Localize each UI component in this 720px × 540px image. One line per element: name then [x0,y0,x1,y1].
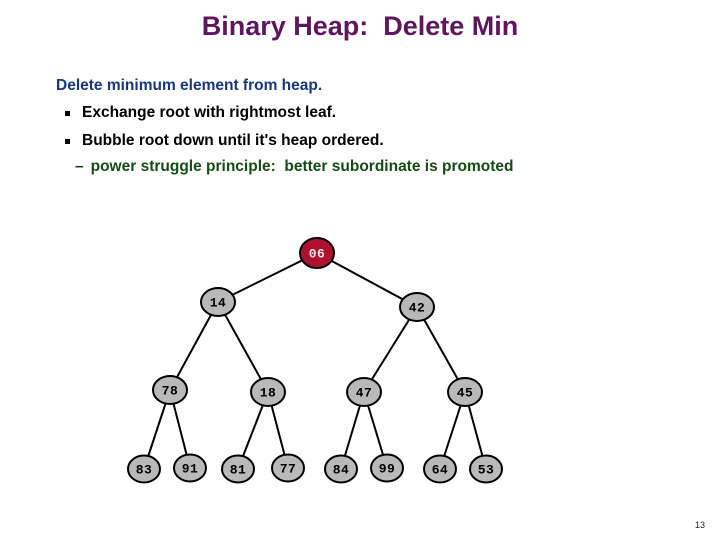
tree-edge [416,306,466,393]
tree-node [200,287,236,317]
node-label: 47 [356,386,373,401]
slide-title: Binary Heap: Delete Min [201,11,519,41]
tree-node [346,377,382,407]
bullet-item: Bubble root down until it's heap ordered… [65,132,384,150]
sub-bullet-item: –power struggle principle: better subord… [75,158,513,176]
tree-edge [217,301,269,393]
node-label: 81 [230,463,247,478]
node-label: 84 [333,463,350,478]
bullet-text: Bubble root down until it's heap ordered… [82,132,384,149]
tree-node [250,377,286,407]
square-bullet-icon [65,110,70,116]
intro-heading: Delete minimum element from heap. [56,77,323,94]
page-number: 13 [694,520,705,530]
tree-node [173,453,207,483]
tree-node [127,454,161,484]
tree-node [469,454,503,484]
node-label: 42 [409,301,426,316]
tree-node [271,453,305,483]
node-label: 14 [210,296,227,311]
tree-node [324,454,358,484]
tree-edge [316,252,418,308]
node-label: 53 [478,463,495,478]
node-label: 45 [457,386,474,401]
tree-node [221,454,255,484]
node-label: 99 [379,462,396,477]
node-label: 91 [182,462,199,477]
bullet-item: Exchange root with rightmost leaf. [65,104,336,122]
node-label: 83 [136,463,153,478]
tree-node [447,377,483,407]
node-label: 64 [432,463,449,478]
tree-node [370,453,404,483]
dash-bullet-icon: – [75,158,84,175]
square-bullet-icon [65,138,70,144]
node-label: 06 [309,247,326,262]
tree-edge [217,252,318,303]
tree-node [423,454,457,484]
bullet-text: Exchange root with rightmost leaf. [82,104,337,121]
tree-edge [169,301,219,391]
node-label: 18 [260,386,277,401]
node-label: 78 [162,384,179,399]
node-label: 77 [280,462,297,477]
tree-node [152,375,188,405]
tree-node-root [299,237,335,269]
tree-edge [363,306,418,393]
tree-node [399,292,435,322]
sub-bullet-text: power struggle principle: better subordi… [90,158,514,175]
